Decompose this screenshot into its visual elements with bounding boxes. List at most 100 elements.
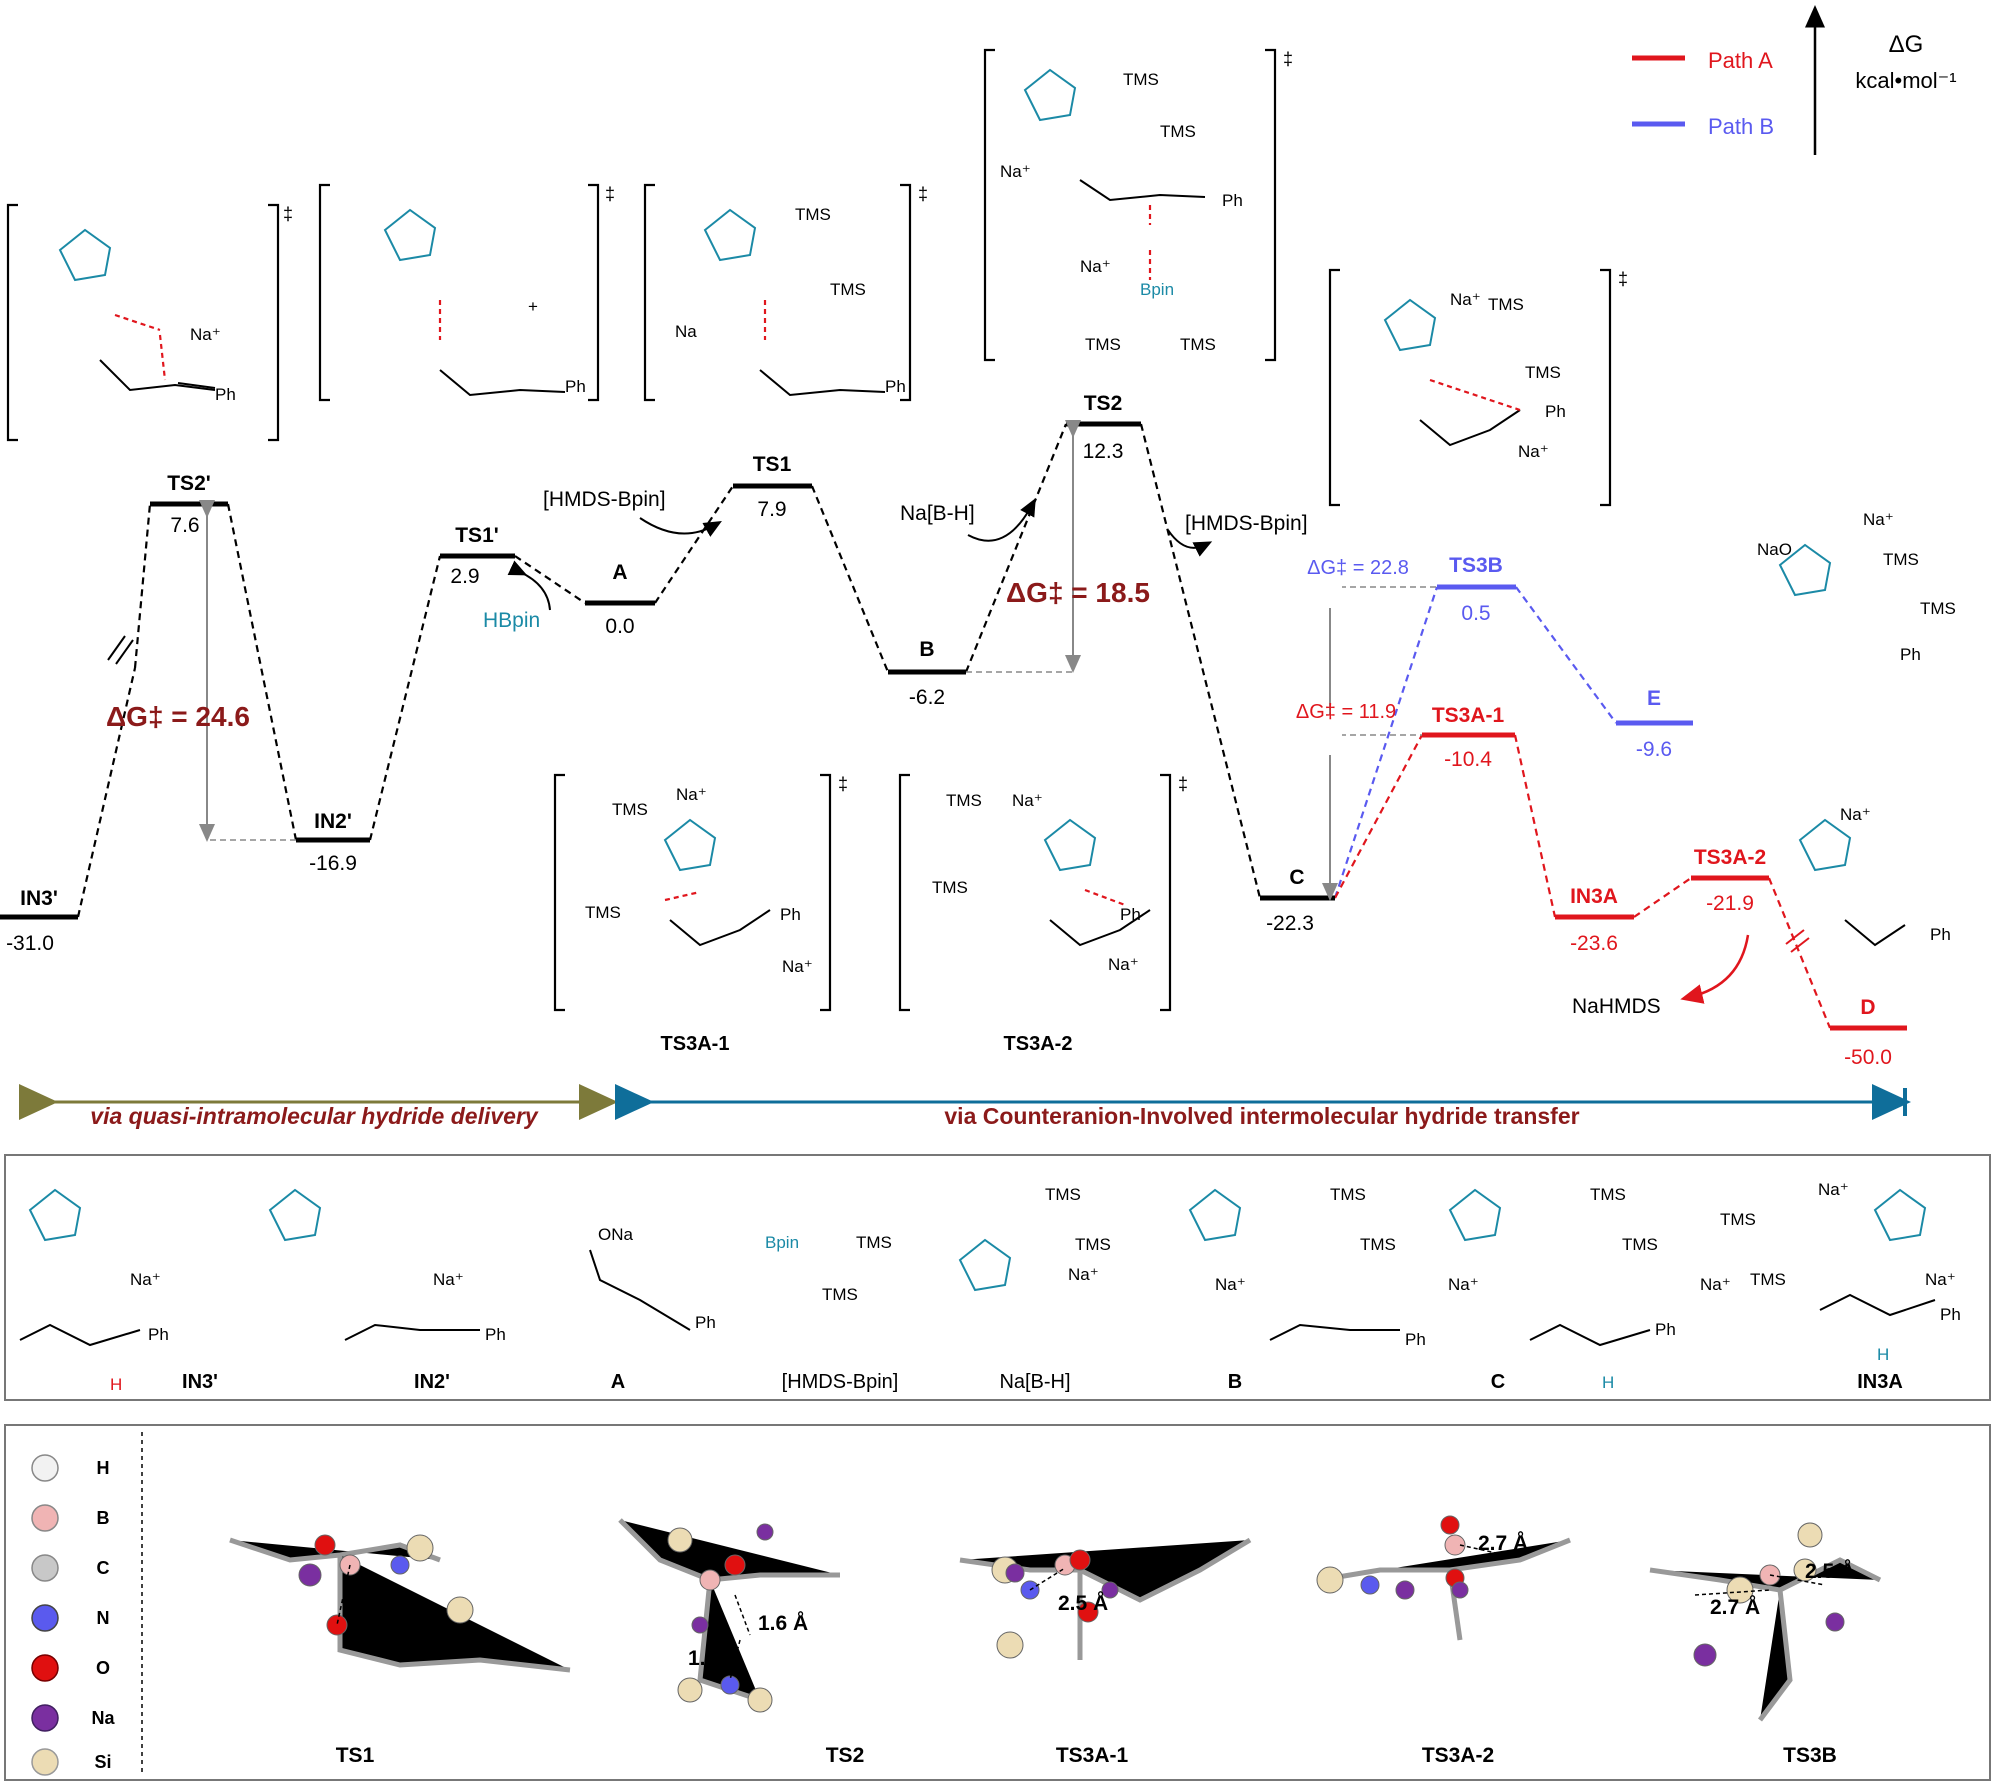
svg-text:Ph: Ph [780,905,801,924]
svg-text:TMS: TMS [1045,1185,1081,1204]
path-a-legend-label: Path A [1708,48,1773,73]
ts3a2-structure-label: TS3A-2 [1004,1033,1073,1055]
svg-text:Na⁺: Na⁺ [1818,1180,1849,1199]
name-TS3A2: TS3A-2 [1694,846,1766,869]
path-b-legend-label: Path B [1708,114,1774,139]
svg-text:Na⁺: Na⁺ [1000,162,1031,181]
svg-text:2.7 Å: 2.7 Å [1478,1531,1528,1555]
row-label-C: C [1491,1371,1505,1393]
svg-text:Ph: Ph [1120,905,1141,924]
left-route-label: via quasi-intramolecular hydride deliver… [90,1103,539,1129]
row-label-nabh: Na[B-H] [999,1371,1070,1393]
svg-text:‡: ‡ [1618,269,1628,289]
value-IN3A: -23.6 [1570,932,1618,955]
svg-text:Na: Na [91,1708,115,1728]
svg-text:‡: ‡ [838,774,848,794]
row-label-IN3p: IN3' [182,1371,218,1393]
svg-text:TMS: TMS [1488,295,1524,314]
break-mark-right [1785,929,1810,953]
svg-text:TMS: TMS [1360,1235,1396,1254]
svg-text:Ph: Ph [695,1313,716,1332]
svg-text:Na⁺: Na⁺ [1863,510,1894,529]
svg-text:Na⁺: Na⁺ [782,957,813,976]
svg-text:2.4 Å: 2.4 Å [355,1586,405,1610]
svg-text:Ph: Ph [215,385,236,404]
value-IN3p: -31.0 [6,932,54,955]
value-TS3B: 0.5 [1461,602,1490,625]
value-TS1: 7.9 [757,498,786,521]
svg-text:ONa: ONa [598,1225,634,1244]
svg-text:Na⁺: Na⁺ [1080,257,1111,276]
svg-text:Ph: Ph [1655,1320,1676,1339]
name-D: D [1860,996,1875,1019]
svg-text:Na⁺: Na⁺ [1448,1275,1479,1294]
svg-text:Na⁺: Na⁺ [1700,1275,1731,1294]
energy-axis-unit: kcal•mol⁻¹ [1855,68,1956,93]
energy-axis-symbol: ΔG [1889,31,1924,58]
row-label-B: B [1228,1371,1242,1393]
svg-text:TS2: TS2 [826,1744,865,1767]
name-TS2: TS2 [1084,392,1123,415]
svg-text:‡: ‡ [1283,49,1293,69]
svg-text:C: C [97,1558,110,1578]
barrier-label-b: ΔG‡ = 22.8 [1307,557,1409,579]
svg-text:N: N [97,1608,110,1628]
structures-row-boronates [28,1188,1927,1292]
svg-text:Bpin: Bpin [765,1233,799,1252]
svg-text:Ph: Ph [148,1325,169,1344]
svg-text:H: H [1602,1373,1614,1392]
svg-text:TMS: TMS [1085,335,1121,354]
barrier-label-mid: ΔG‡ = 18.5 [1006,577,1150,608]
atom-legend-labels: H B C N O Na Si [91,1458,115,1772]
svg-text:H: H [97,1458,110,1478]
svg-text:Ph: Ph [885,377,906,396]
svg-text:TMS: TMS [612,800,648,819]
svg-text:Ph: Ph [1405,1330,1426,1349]
value-B: -6.2 [909,686,945,709]
ts-brackets [6,48,1612,1012]
name-IN3p: IN3' [20,887,58,910]
name-C: C [1289,866,1304,889]
svg-text:TMS: TMS [1920,599,1956,618]
legend: Path A Path B ΔG kcal•mol⁻¹ [1632,5,1957,155]
svg-text:TMS: TMS [1160,122,1196,141]
svg-text:Ph: Ph [1900,645,1921,664]
value-TS2: 12.3 [1083,440,1124,463]
svg-text:+: + [528,297,538,316]
svg-text:2.5 Å: 2.5 Å [1805,1559,1855,1583]
hmds-bpin-in-label: [HMDS-Bpin] [543,488,666,511]
geometry-bonds [229,1518,1882,1722]
row-label-A: A [611,1371,625,1393]
name-IN3A: IN3A [1570,885,1618,908]
value-E: -9.6 [1636,738,1672,761]
svg-text:Si: Si [94,1752,111,1772]
value-C: -22.3 [1266,912,1314,935]
value-TS3A2: -21.9 [1706,892,1754,915]
skeleton-sketches [99,179,1906,947]
name-TS1: TS1 [753,453,792,476]
nabh-in-label: Na[B-H] [900,502,975,525]
barrier-label-left: ΔG‡ = 24.6 [106,701,250,732]
svg-text:TMS: TMS [932,878,968,897]
energy-levels [0,421,1907,1031]
svg-text:TMS: TMS [830,280,866,299]
svg-text:TS3B: TS3B [1783,1744,1837,1767]
atom-legend [31,1454,59,1776]
svg-text:NaO: NaO [1757,540,1792,559]
svg-text:Na⁺: Na⁺ [1518,442,1549,461]
name-TS3B: TS3B [1449,554,1503,577]
name-A: A [612,561,627,584]
svg-text:Na⁺: Na⁺ [1012,791,1043,810]
hbpin-out-label: HBpin [483,609,540,632]
break-mark-left [107,635,134,665]
geometry-atoms [298,1515,1845,1713]
route-arrows [19,1084,1911,1120]
svg-text:TMS: TMS [822,1285,858,1304]
row-label-hmds-bpin: [HMDS-Bpin] [782,1371,899,1393]
hydride-bond-dashes [114,205,1521,907]
name-B: B [919,638,934,661]
row-label-IN3A: IN3A [1857,1371,1903,1393]
svg-text:Na⁺: Na⁺ [1450,290,1481,309]
